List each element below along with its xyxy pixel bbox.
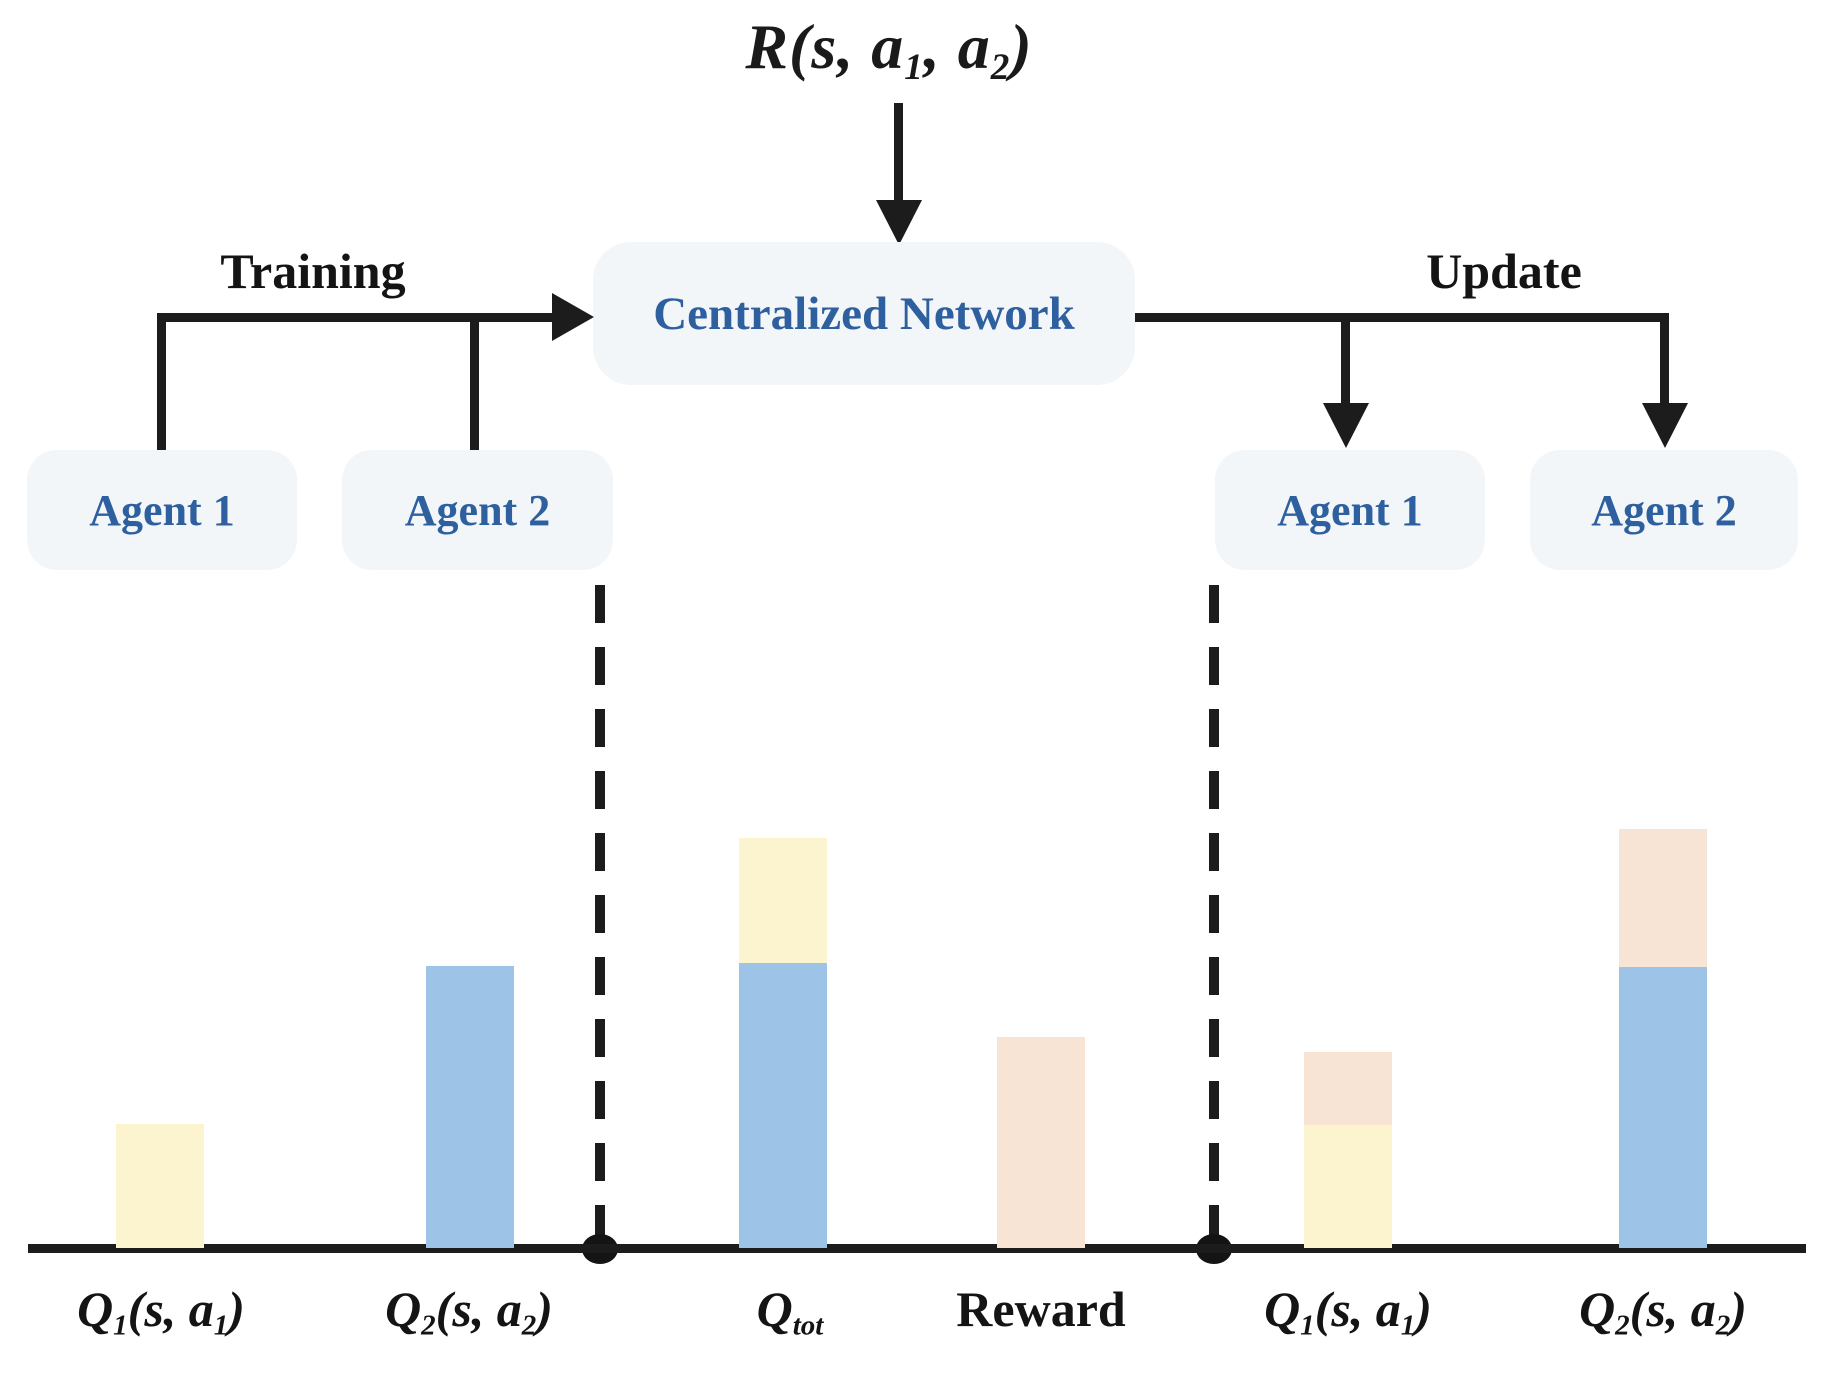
- training-arrow-line: [157, 313, 560, 322]
- update-label: Update: [1426, 243, 1582, 299]
- separator-dashed-line-left: [595, 585, 605, 1248]
- separator-dashed-line-right: [1209, 585, 1219, 1248]
- bar-segment-q1u-pink: [1304, 1052, 1392, 1125]
- agent1-training-label: Agent 1: [89, 485, 235, 535]
- bar-qtot: [739, 838, 827, 1248]
- update-branch-agent1: [1341, 313, 1350, 405]
- arrow-down-icon: [876, 200, 922, 245]
- agent2-training-box: Agent 2: [342, 450, 613, 570]
- bar-segment-qtot-blue: [739, 963, 827, 1248]
- bar-segment-q2u-pink: [1619, 829, 1707, 967]
- arrow-down-icon: [1323, 403, 1369, 448]
- update-branch-agent2: [1660, 313, 1669, 405]
- agent1-update-box: Agent 1: [1215, 450, 1485, 570]
- centralized-network-label: Centralized Network: [653, 287, 1075, 340]
- agent2-training-label: Agent 2: [404, 485, 551, 535]
- axis-label-q2-updated: Q2(s, a2): [1579, 1281, 1747, 1342]
- bar-q2-training: [426, 966, 514, 1248]
- bar-reward: [997, 1037, 1085, 1248]
- axis-label-q1-training: Q1(s, a1): [77, 1281, 245, 1342]
- axis-label-q1-updated: Q1(s, a1): [1264, 1281, 1432, 1342]
- axis-baseline: [28, 1244, 1806, 1253]
- reward-arrow-line: [894, 103, 903, 203]
- update-line: [1135, 313, 1669, 322]
- bar-q2-updated: [1619, 829, 1707, 1248]
- bar-q1-updated: [1304, 1052, 1392, 1248]
- bar-segment-q2-blue: [426, 966, 514, 1248]
- bar-segment-qtot-yellow: [739, 838, 827, 963]
- agent2-update-box: Agent 2: [1530, 450, 1798, 570]
- bar-segment-q1u-yellow: [1304, 1125, 1392, 1248]
- axis-label-reward: Reward: [956, 1281, 1126, 1337]
- arrow-down-icon: [1642, 403, 1688, 448]
- bar-segment-q1-yellow: [116, 1124, 204, 1248]
- axis-label-q2-training: Q2(s, a2): [385, 1281, 553, 1342]
- bar-q1-training: [116, 1124, 204, 1248]
- agent1-update-label: Agent 1: [1277, 485, 1423, 535]
- axis-label-qtot: Qtot: [756, 1281, 824, 1342]
- bar-segment-reward-pink: [997, 1037, 1085, 1248]
- training-branch-agent1: [157, 313, 166, 450]
- agent1-training-box: Agent 1: [27, 450, 297, 570]
- arrow-right-icon: [552, 293, 594, 341]
- bar-segment-q2u-blue: [1619, 967, 1707, 1248]
- agent2-update-label: Agent 2: [1591, 485, 1737, 535]
- training-label: Training: [220, 243, 406, 299]
- training-branch-agent2: [470, 313, 479, 450]
- centralized-network-box: Centralized Network: [593, 242, 1135, 385]
- reward-formula-label: R(s, a1, a2): [745, 11, 1033, 89]
